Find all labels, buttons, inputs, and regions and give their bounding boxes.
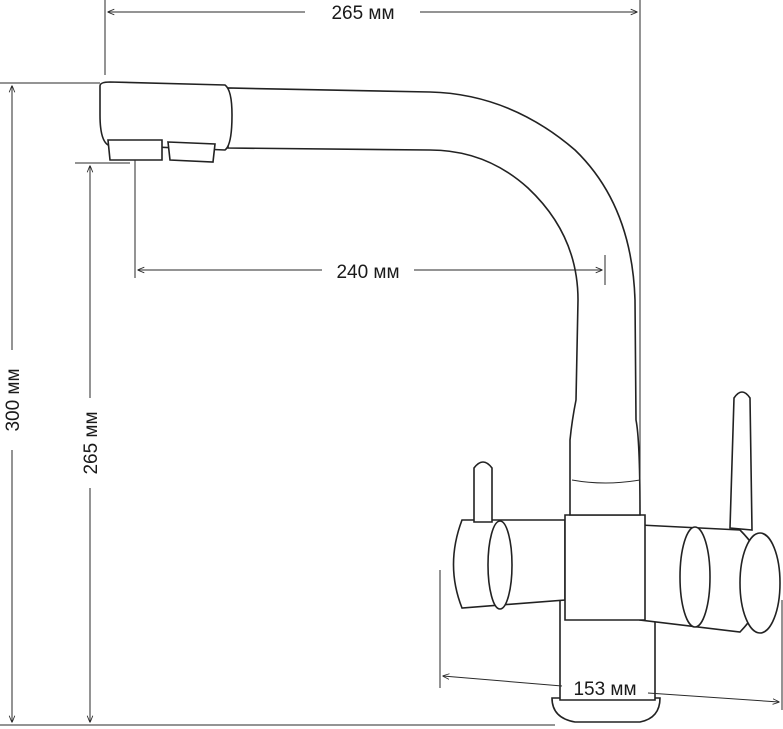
right-lever [729,391,753,531]
spout-reach-label: 240 мм [336,262,399,283]
left-handle-ring [487,520,513,610]
column-joint-line [571,479,641,484]
right-handle-cap [739,532,781,634]
left-lever [473,461,493,523]
spout-head [99,81,233,151]
spout-outlet-right [167,141,216,163]
faucet-body [99,81,781,723]
total-height-label: 300 мм [3,368,24,431]
right-handle-ring [679,526,711,628]
top-width-label: 265 мм [331,3,394,24]
base-width-label: 153 мм [573,679,636,700]
faucet-spout-arc [227,87,641,516]
spout-height-label: 265 мм [81,411,102,474]
spout-outlet-left [107,139,163,161]
faucet-center-body [564,514,646,621]
faucet-base [551,697,661,723]
